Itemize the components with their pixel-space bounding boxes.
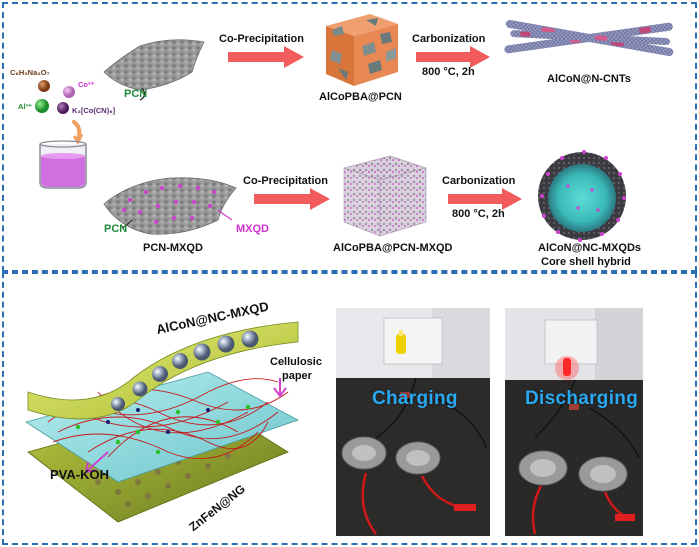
pcn-sheet	[103, 39, 205, 101]
mxqd-label: MXQD	[236, 223, 269, 235]
product1-label-row2: AlCoPBA@PCN-MXQD	[333, 242, 453, 254]
beaker-icon	[39, 120, 87, 189]
citrate-label: C₆H₅Na₃O₇	[10, 68, 50, 77]
cnt-bundle	[504, 19, 674, 57]
pcn-label-row1: PCN	[124, 88, 148, 100]
al-label: Al³⁺	[18, 102, 32, 111]
core-shell-sphere	[538, 150, 626, 242]
al-sphere	[35, 99, 49, 113]
charging-photo: Charging	[336, 308, 490, 536]
citrate-sphere	[38, 80, 50, 92]
product1-label-row1: AlCoPBA@PCN	[319, 91, 402, 103]
alcopba-mxqd-cube	[342, 155, 428, 237]
alcopba-cube	[326, 14, 398, 86]
product2-label-row2-line2: Core shell hybrid	[541, 256, 631, 268]
k3co-label: K₃[Co(CN)₆]	[72, 106, 116, 115]
synthesis-panel	[2, 2, 697, 272]
charging-label: Charging	[372, 388, 458, 409]
separator-label-line2: paper	[282, 370, 312, 382]
battery-schematic	[25, 321, 299, 523]
co-label: Co²⁺	[78, 80, 95, 89]
electrolyte-label: PVA-KOH	[50, 467, 109, 482]
product2-label-row1: AlCoN@N-CNTs	[547, 73, 631, 85]
product2-label-row2-line1: AlCoN@NC-MXQDs	[538, 242, 642, 254]
substrate-label-row2: PCN-MXQD	[143, 242, 203, 254]
condition-label-row2: 800 °C, 2h	[452, 208, 505, 220]
device-panel	[2, 272, 697, 545]
coprecipitation-label-row2: Co-Precipitation	[243, 175, 328, 187]
arrow-icon-row1-step2	[416, 46, 490, 68]
carbonization-label-row1: Carbonization	[412, 33, 486, 45]
co-sphere	[63, 86, 75, 98]
discharging-photo: Discharging	[505, 308, 643, 536]
carbonization-label-row2: Carbonization	[442, 175, 516, 187]
arrow-icon-row2-step1	[254, 188, 330, 210]
arrow-icon-row2-step2	[448, 188, 522, 210]
coprecipitation-label-row1: Co-Precipitation	[219, 33, 304, 45]
pcn-mxqd-sheet	[103, 177, 237, 235]
precursor-spheres	[35, 80, 75, 114]
arrow-icon-row1-step1	[228, 46, 304, 68]
discharging-label: Discharging	[525, 388, 639, 409]
pcn-label-row2: PCN	[104, 223, 128, 235]
separator-label-line1: Cellulosic	[270, 356, 322, 368]
condition-label-row1: 800 °C, 2h	[422, 66, 475, 78]
k3co-sphere	[57, 102, 69, 114]
